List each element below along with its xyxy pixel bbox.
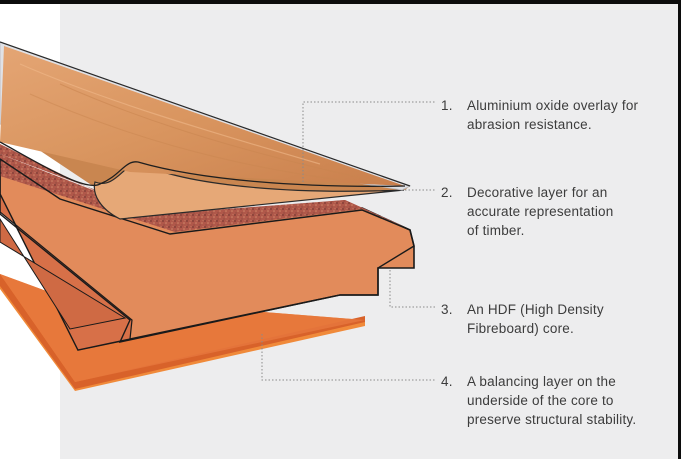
leader-line-3 (389, 270, 435, 308)
layer-description: Decorative layer for an accurate represe… (467, 185, 614, 238)
flooring-illustration (0, 41, 435, 391)
layer-number: 1. (441, 98, 453, 113)
leader-line-4 (261, 334, 435, 381)
layer-number: 4. (441, 374, 453, 389)
hdf-core (0, 144, 415, 351)
diagram-canvas: 1. Aluminium oxide overlay for abrasion … (0, 4, 678, 459)
layer-description: An HDF (High Density Fibreboard) core. (467, 302, 604, 336)
overlay-layer (0, 41, 412, 191)
leader-line-1 (302, 101, 435, 182)
layer-number: 2. (441, 185, 453, 200)
layer-description: A balancing layer on the underside of th… (467, 374, 637, 427)
layer-description: Aluminium oxide overlay for abrasion res… (467, 98, 639, 132)
layer-number: 3. (441, 302, 453, 317)
